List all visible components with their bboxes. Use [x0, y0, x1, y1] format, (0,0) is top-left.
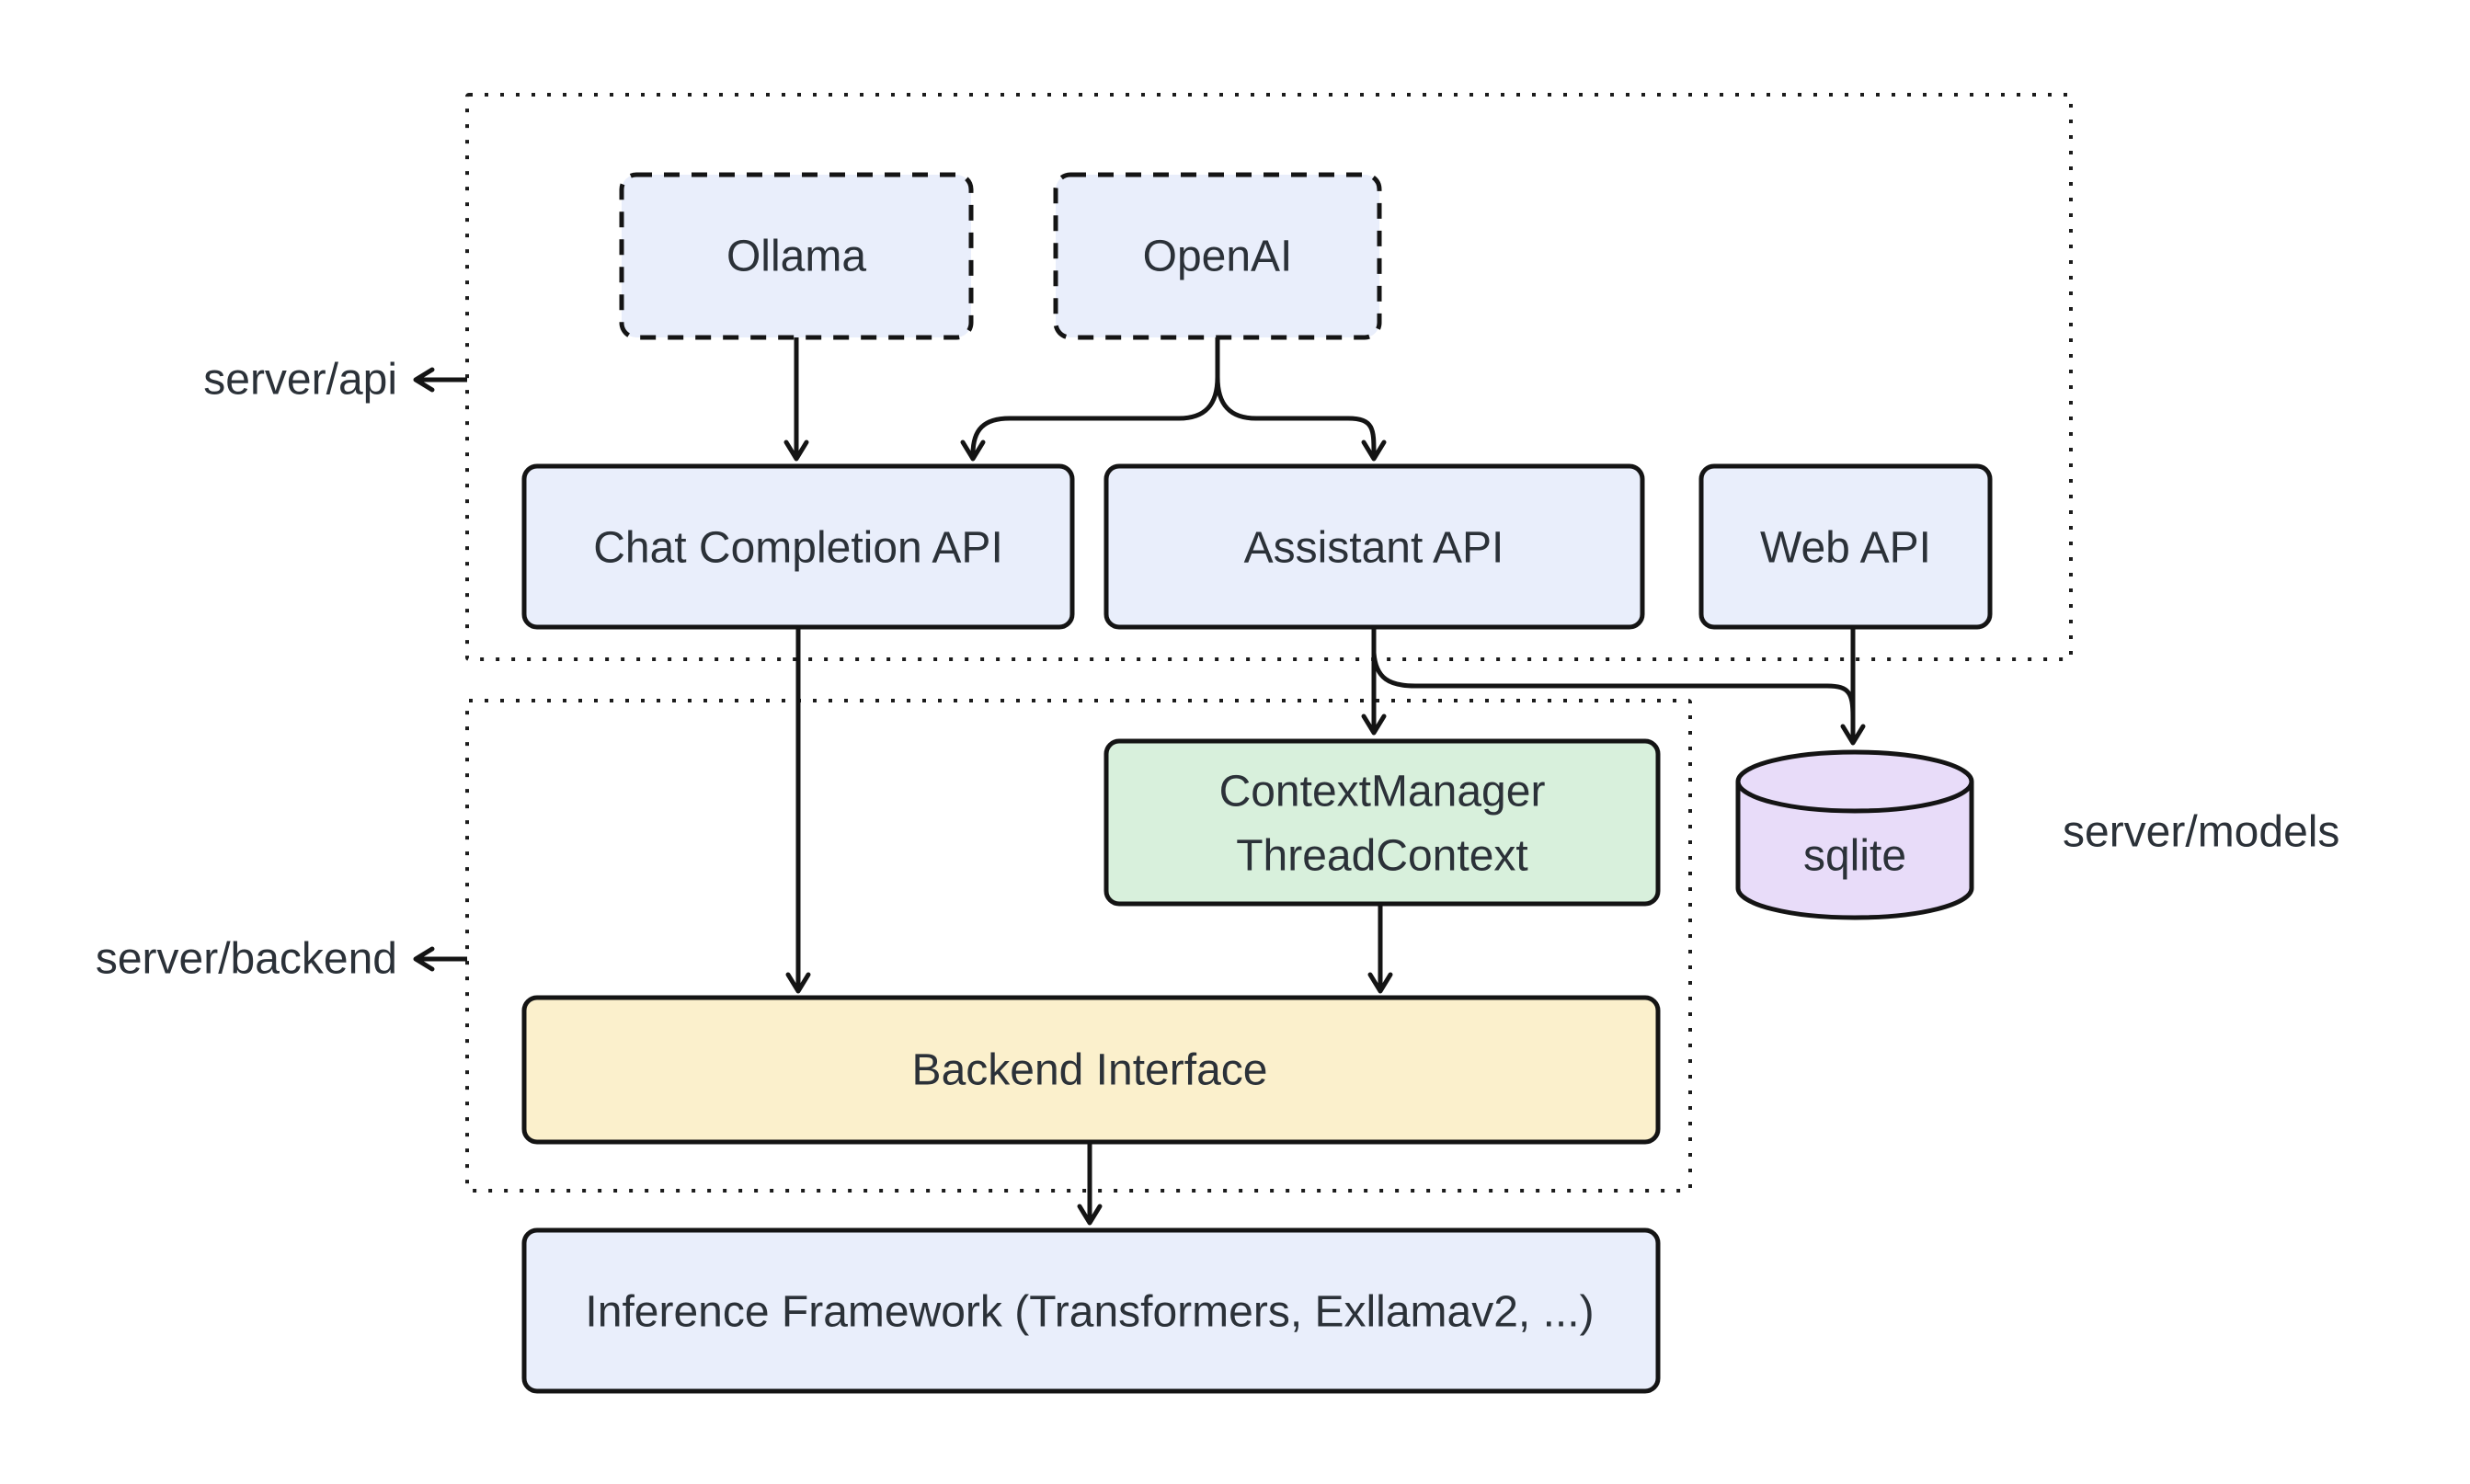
- node-ollama-label: Ollama: [726, 233, 866, 281]
- node-backend-interface: [521, 995, 1661, 1145]
- node-web-api: [1698, 463, 1993, 630]
- group-server-api: [465, 93, 2073, 661]
- sqlite-cylinder-top-arc: [1735, 781, 1974, 814]
- node-assistant-api: [1103, 463, 1645, 630]
- node-chat-completion-api: [521, 463, 1075, 630]
- node-chat-completion-api-label: Chat Completion API: [593, 524, 1003, 573]
- node-assistant-api-label: Assistant API: [1244, 524, 1504, 573]
- node-context-manager-label-line1: ContextManager: [1219, 768, 1546, 816]
- node-openai-label: OpenAI: [1143, 233, 1293, 281]
- node-sqlite-label: sqlite: [1803, 832, 1906, 881]
- server-models-label: server/models: [2063, 808, 2339, 857]
- node-context-manager-label-line2: ThreadContext: [1236, 832, 1528, 881]
- server-api-label: server/api: [203, 356, 397, 405]
- node-backend-interface-label: Backend Interface: [912, 1046, 1268, 1095]
- edge-assistant-api-to-sqlite: [1371, 652, 1856, 718]
- node-web-api-label: Web API: [1760, 524, 1931, 573]
- group-server-backend: [465, 699, 1692, 1193]
- edge-openai-to-assistant-api: [1215, 376, 1387, 462]
- node-inference-framework: [521, 1227, 1661, 1394]
- edge-openai-to-chat-api: [960, 337, 1220, 462]
- node-openai: [1053, 172, 1382, 340]
- server-backend-label: server/backend: [96, 935, 397, 984]
- sqlite-cylinder-body: [1735, 749, 1974, 920]
- node-sqlite-database: sqlite: [1735, 749, 1974, 920]
- node-ollama: [619, 172, 974, 340]
- node-inference-framework-label: Inference Framework (Transformers, Exlla…: [585, 1288, 1594, 1337]
- node-context-manager: [1103, 738, 1661, 907]
